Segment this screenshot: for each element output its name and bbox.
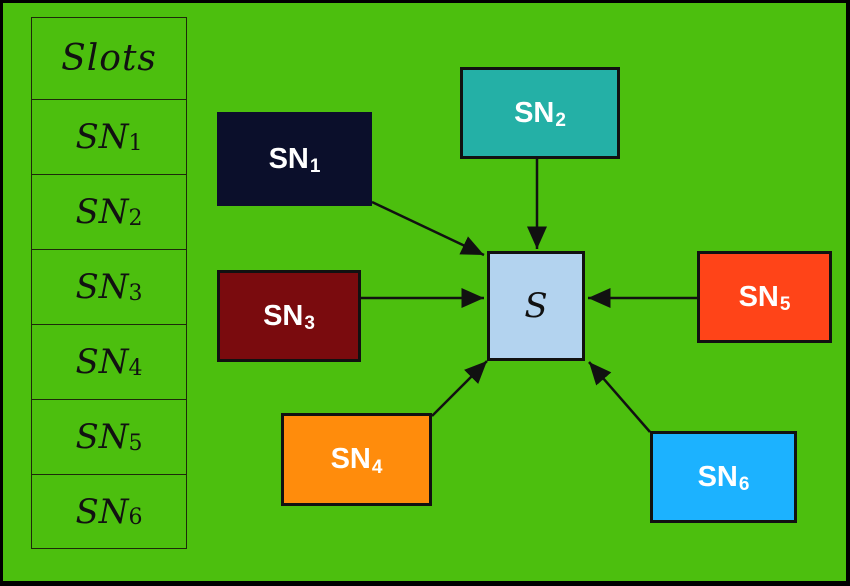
node-subscript: 2 [555, 110, 566, 131]
node-label: SN [330, 443, 371, 475]
node-label: SN [268, 142, 309, 175]
node-label: SN [697, 460, 738, 493]
node-subscript: 6 [738, 474, 750, 495]
node-label: SN [738, 280, 779, 313]
slot-row-label: SN [75, 491, 129, 532]
node-subscript: 1 [309, 156, 321, 177]
slot-row-label: SN [75, 192, 129, 232]
node-subscript: 3 [304, 313, 315, 334]
slot-row-label: SN [75, 267, 129, 307]
slot-row-subscript: 6 [128, 505, 143, 530]
node-label: S [524, 286, 548, 326]
slots-header: Slots [32, 18, 186, 100]
node-subscript: 4 [371, 456, 383, 478]
slot-row-subscript: 2 [128, 205, 143, 231]
node-subscript: 5 [779, 294, 791, 315]
slot-row-subscript: 1 [128, 130, 143, 156]
slot-row-label: SN [75, 417, 129, 457]
edge-sn6-to-sink [588, 361, 651, 433]
slot-row-label: SN [75, 117, 129, 157]
node-label: SN [514, 96, 555, 129]
node-sink: S [487, 251, 585, 361]
slot-row-label: SN [75, 342, 129, 382]
slot-row-subscript: 5 [128, 430, 143, 456]
edge-sn1-to-sink [371, 200, 485, 257]
node-label: SN [263, 299, 304, 332]
slot-row-subscript: 4 [128, 355, 143, 381]
edge-sn4-to-sink [431, 360, 488, 417]
slot-row-subscript: 3 [128, 280, 143, 306]
